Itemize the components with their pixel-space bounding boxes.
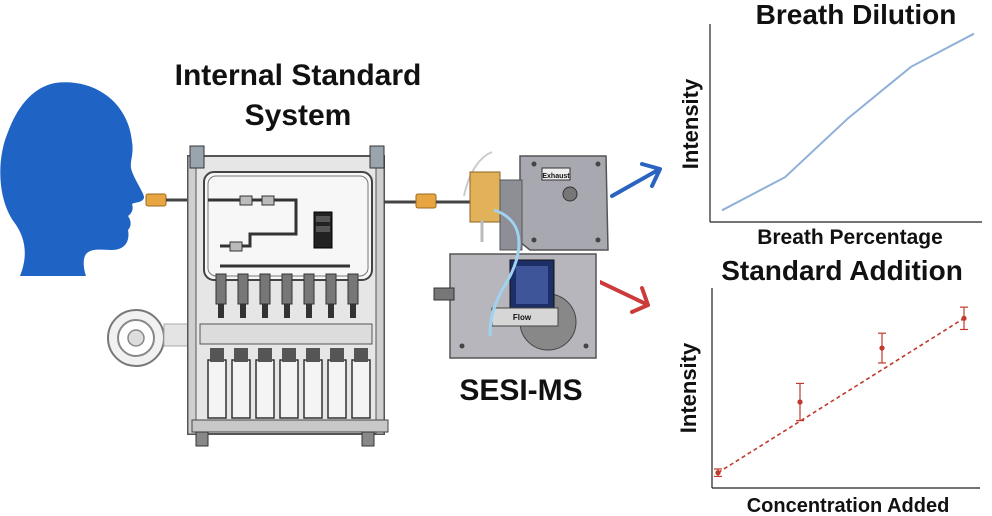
system-label: Internal Standard System — [150, 56, 446, 136]
sesi-ms-label: SESI-MS — [459, 374, 583, 407]
chart2-trend-line — [717, 317, 965, 474]
chart2-data-point — [879, 345, 885, 351]
chart1-series-line — [721, 32, 975, 212]
chart2-ylabel: Intensity — [676, 342, 701, 433]
red-arrow-icon — [600, 280, 650, 314]
person-head-icon — [0, 82, 145, 276]
chart2-xlabel: Concentration Added — [747, 495, 950, 516]
chart2-title: Standard Addition — [721, 255, 963, 286]
chart2-data-point — [715, 470, 721, 476]
standard-addition-chart: Standard Addition Intensity Concentratio… — [676, 255, 980, 516]
chart2-data-point — [797, 399, 803, 405]
breath-dilution-chart: Breath Dilution Intensity Breath Percent… — [678, 0, 982, 249]
flow-tag: Flow — [513, 313, 532, 322]
system-label-line1: Internal Standard — [174, 59, 422, 92]
internal-standard-device — [107, 145, 493, 447]
sesi-ms-device: Exhaust Flow — [433, 155, 609, 359]
exhaust-tag: Exhaust — [542, 173, 570, 180]
blue-arrow-icon — [610, 162, 662, 198]
chart1-title: Breath Dilution — [756, 0, 957, 30]
arrows-group — [600, 162, 662, 314]
system-label-line2: System — [244, 99, 352, 132]
chart1-xlabel: Breath Percentage — [757, 226, 943, 249]
chart2-data-point — [961, 315, 967, 321]
chart1-ylabel: Intensity — [678, 78, 703, 169]
